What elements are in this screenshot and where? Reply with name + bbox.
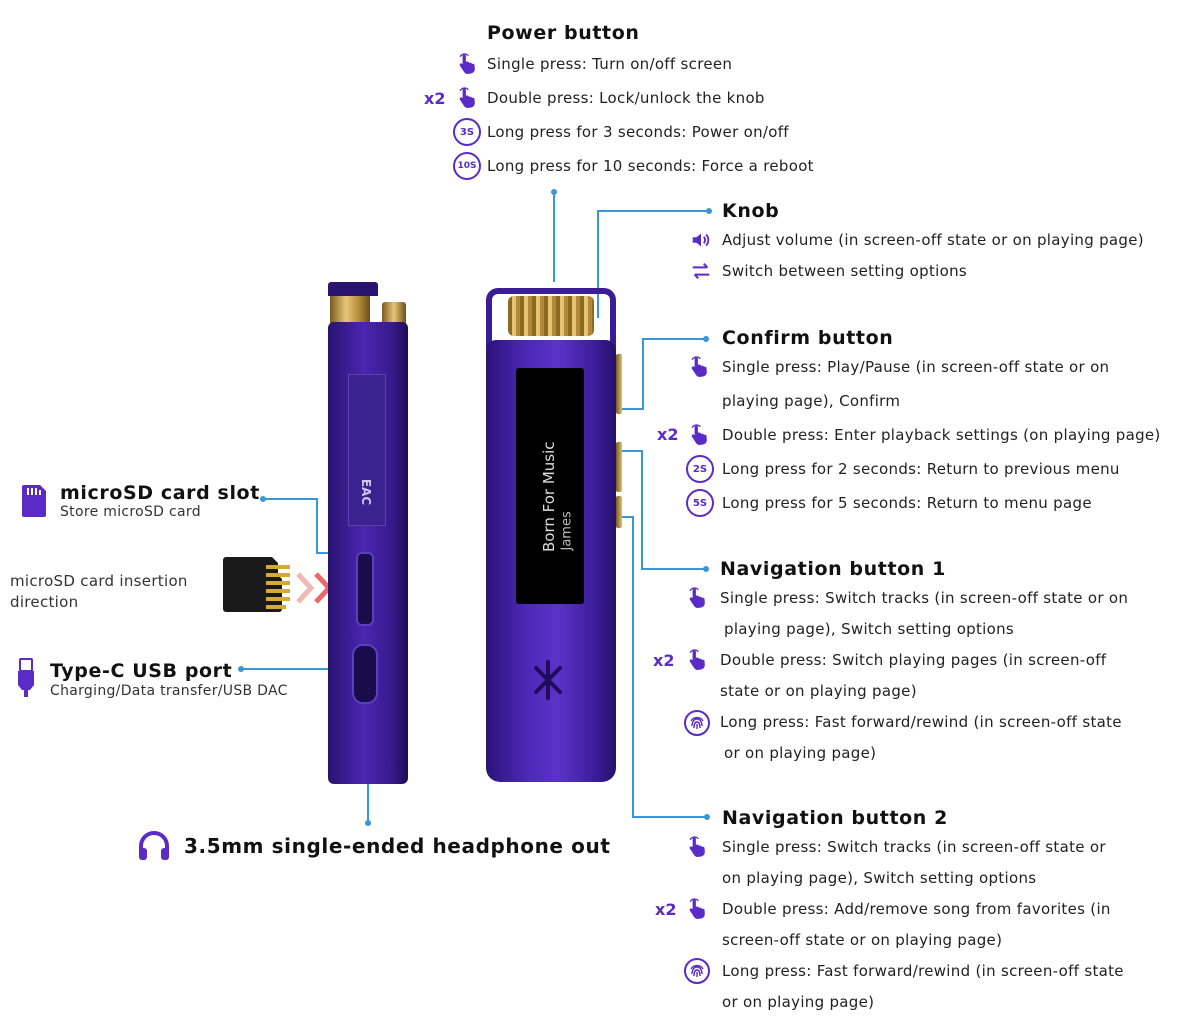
device-side-view: EAC: [328, 282, 410, 784]
front-confirm-button[interactable]: [616, 354, 622, 414]
screen-line2: James: [559, 511, 575, 551]
timer-10s-icon: 10S: [453, 152, 481, 180]
power-long-press-10s: Long press for 10 seconds: Force a reboo…: [487, 157, 814, 175]
confirm-long-press-2s: Long press for 2 seconds: Return to prev…: [722, 460, 1120, 478]
front-nav-button-1[interactable]: [616, 442, 622, 492]
nav1-double-press: Double press: Switch playing pages (in s…: [720, 651, 1107, 669]
microsd-card-illustration: [223, 557, 290, 612]
headphone-leader-dot: [365, 820, 371, 826]
sd-leader-v: [316, 498, 318, 554]
device-front-view: Born For Music James: [482, 282, 624, 782]
timer-2s-icon: 2S: [686, 455, 714, 483]
nav2-double-press-cont: screen-off state or on playing page): [722, 931, 1003, 949]
confirm-double-prefix: x2: [657, 425, 679, 444]
confirm-single-press-cont: playing page), Confirm: [722, 392, 901, 410]
nav2-single-press-cont: on playing page), Switch setting options: [722, 869, 1037, 887]
headphones-icon: [139, 831, 169, 860]
nav2-leader-v: [632, 516, 634, 818]
confirm-leader-v: [642, 338, 644, 410]
timer-5s-icon: 5S: [686, 489, 714, 517]
nav1-double-prefix: x2: [653, 651, 675, 670]
nav2-double-prefix: x2: [655, 900, 677, 919]
knob-switch-options: Switch between setting options: [722, 262, 968, 280]
nav2-leader-h: [632, 816, 706, 818]
microsd-insert-label: microSD card insertion: [10, 572, 188, 590]
power-single-press: Single press: Turn on/off screen: [487, 55, 733, 73]
front-top-frame: [486, 288, 616, 348]
usb-port-title: Type-C USB port: [50, 660, 233, 682]
nav2-title: Navigation button 2: [722, 807, 948, 829]
knob-leader-v: [597, 210, 599, 318]
nav1-title: Navigation button 1: [720, 558, 946, 580]
nav1-leader-h: [641, 568, 705, 570]
nav1-leader-dot-end: [703, 566, 709, 572]
knob-leader-h: [598, 210, 708, 212]
nav1-leader-h2: [622, 450, 643, 452]
power-double-prefix: x2: [424, 89, 446, 108]
confirm-button-title: Confirm button: [722, 327, 894, 349]
nav1-single-press-cont: playing page), Switch setting options: [724, 620, 1015, 638]
single-tap-icon: [689, 587, 705, 608]
speaker-icon: [692, 233, 710, 247]
nav2-single-press: Single press: Switch tracks (in screen-o…: [722, 838, 1106, 856]
confirm-single-press: Single press: Play/Pause (in screen-off …: [722, 358, 1110, 376]
side-knob-cap: [328, 282, 378, 296]
nav1-long-press: Long press: Fast forward/rewind (in scre…: [720, 713, 1122, 731]
sd-leader-dot: [260, 496, 266, 502]
front-gold-knob[interactable]: [508, 296, 594, 336]
screen-line1: Born For Music: [540, 441, 558, 552]
power-leader-line: [553, 192, 555, 282]
double-tap-icon: [689, 898, 705, 919]
nav2-long-press-cont: or on playing page): [722, 993, 875, 1011]
side-usb-c-port[interactable]: [352, 644, 378, 704]
nav2-long-press: Long press: Fast forward/rewind (in scre…: [722, 962, 1124, 980]
confirm-leader-h2: [622, 408, 644, 410]
fingerprint-icon: [684, 958, 710, 984]
nav2-double-press: Double press: Add/remove song from favor…: [722, 900, 1111, 918]
single-tap-icon: [459, 53, 475, 74]
power-double-press: Double press: Lock/unlock the knob: [487, 89, 765, 107]
double-tap-icon: [689, 649, 705, 670]
nav1-long-press-cont: or on playing page): [724, 744, 877, 762]
double-tap-icon: [691, 424, 707, 445]
fingerprint-icon: [684, 710, 710, 736]
sd-leader-h: [262, 498, 318, 500]
nav2-leader-dot-end: [704, 814, 710, 820]
microsd-slot-subtitle: Store microSD card: [60, 504, 201, 520]
usb-leader-dot: [238, 666, 244, 672]
headphone-out-label: 3.5mm single-ended headphone out: [184, 834, 611, 858]
power-button-title: Power button: [487, 22, 640, 44]
timer-3s-icon: 3S: [453, 118, 481, 146]
power-long-press-3s: Long press for 3 seconds: Power on/off: [487, 123, 789, 141]
single-tap-icon: [689, 836, 705, 857]
confirm-leader-dot-end: [703, 336, 709, 342]
nav1-single-press: Single press: Switch tracks (in screen-o…: [720, 589, 1129, 607]
nav2-leader-h2: [622, 516, 634, 518]
knob-title: Knob: [722, 200, 780, 222]
double-tap-icon: [459, 87, 475, 108]
knob-leader-dot-end: [706, 208, 712, 214]
confirm-long-press-5s: Long press for 5 seconds: Return to menu…: [722, 494, 1092, 512]
front-screen: Born For Music James: [516, 368, 584, 604]
side-label-eac: EAC: [359, 478, 374, 506]
side-label-plate: EAC: [348, 374, 386, 526]
microsd-insert-label-cont: direction: [10, 593, 79, 611]
microsd-card-icon: [22, 485, 46, 517]
nav1-double-press-cont: state or on playing page): [720, 682, 917, 700]
brand-logo-icon: [534, 660, 562, 700]
front-nav-button-2[interactable]: [616, 496, 622, 528]
confirm-leader-h: [643, 338, 705, 340]
nav1-leader-v: [641, 450, 643, 570]
confirm-double-press: Double press: Enter playback settings (o…: [722, 426, 1161, 444]
usb-plug-icon: [18, 658, 34, 697]
swap-arrows-icon: [692, 262, 710, 280]
single-tap-icon: [691, 356, 707, 377]
headphone-leader-v: [367, 784, 369, 824]
usb-leader-h: [240, 668, 360, 670]
microsd-slot-title: microSD card slot: [60, 482, 260, 504]
knob-adjust-volume: Adjust volume (in screen-off state or on…: [722, 231, 1144, 249]
side-microsd-slot[interactable]: [356, 552, 374, 626]
usb-port-subtitle: Charging/Data transfer/USB DAC: [50, 683, 288, 699]
power-leader-dot: [551, 189, 557, 195]
